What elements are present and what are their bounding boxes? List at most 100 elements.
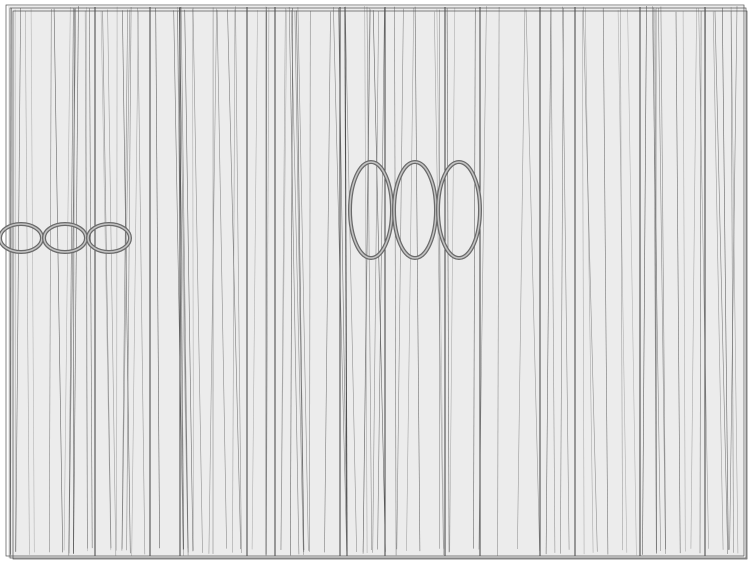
edge-line	[698, 8, 709, 549]
edge-line	[179, 7, 189, 556]
edge-line	[582, 6, 598, 552]
edge-line	[620, 8, 623, 551]
edge-line	[446, 8, 450, 553]
edge-line	[730, 11, 734, 553]
edge-line	[137, 7, 146, 555]
edge-line	[100, 11, 112, 551]
edge-line	[364, 5, 368, 554]
edge-line	[699, 11, 702, 554]
edge-line	[660, 6, 667, 550]
edge-line	[627, 9, 637, 556]
edge-line	[434, 11, 444, 556]
edge-line	[68, 8, 74, 556]
edge-line	[517, 7, 526, 550]
edge-line	[617, 10, 628, 553]
edge-line	[102, 11, 112, 549]
large-rings	[348, 160, 482, 260]
edge-line	[396, 8, 404, 550]
edge-line	[436, 8, 445, 549]
edge-line	[560, 8, 564, 554]
edge-line	[290, 10, 304, 555]
edge-line-strong	[344, 6, 348, 557]
frame-outline	[9, 7, 747, 559]
edge-line	[126, 6, 132, 551]
edge-line	[344, 6, 357, 553]
edge-line	[122, 10, 131, 554]
large-ring-highlight	[437, 161, 481, 259]
edge-line	[366, 6, 373, 551]
edge-line	[235, 6, 242, 554]
edge-line	[406, 7, 414, 551]
edge-line	[394, 6, 397, 556]
frame-outline	[5, 4, 745, 557]
edge-line	[654, 8, 657, 554]
edge-line	[121, 9, 128, 551]
edge-line	[227, 9, 241, 550]
edge-line	[658, 8, 666, 554]
edge-line	[63, 7, 71, 551]
edge-line	[10, 7, 12, 555]
edge-line	[652, 6, 661, 552]
edge-line	[581, 10, 585, 555]
edge-line	[372, 11, 379, 553]
panel-surface	[8, 6, 744, 558]
edge-line	[208, 8, 217, 554]
edge-line	[280, 8, 286, 551]
edge-line	[377, 8, 385, 550]
edge-line	[550, 9, 556, 553]
edge-line	[116, 6, 118, 551]
edge-line	[682, 11, 686, 552]
edge-line	[690, 8, 697, 549]
edge-line	[714, 11, 728, 555]
edge-line	[180, 6, 189, 553]
edge-line	[25, 10, 30, 555]
edge-line	[131, 11, 139, 556]
edge-line	[184, 9, 194, 552]
edge-line	[216, 9, 227, 549]
edge-line	[192, 9, 194, 551]
edge-line	[89, 8, 93, 549]
edge-line	[265, 7, 270, 555]
edge-line	[602, 7, 609, 555]
edge-line	[294, 10, 305, 553]
edge-line	[73, 8, 75, 554]
edge-line	[177, 6, 189, 549]
edge-line	[675, 11, 681, 554]
edge-line	[232, 9, 236, 553]
edge-line	[155, 7, 160, 549]
edge-line	[251, 10, 258, 550]
edge-line	[585, 7, 594, 553]
edge-line	[730, 6, 739, 554]
frame-outlines	[5, 4, 748, 560]
edge-line	[15, 7, 21, 553]
edge-line	[192, 7, 203, 553]
vertical-edge-lines	[10, 5, 739, 557]
small-ring-highlight	[87, 223, 131, 253]
edge-line	[53, 8, 63, 553]
edge-line	[473, 8, 476, 549]
edge-line	[296, 10, 305, 551]
edge-line	[712, 11, 724, 550]
edge-line	[362, 9, 371, 554]
edge-line	[722, 7, 729, 550]
edge-line	[68, 8, 76, 554]
edge-line	[280, 9, 288, 550]
edge-line	[545, 7, 552, 555]
edge-line	[309, 10, 311, 552]
edge-line	[729, 6, 738, 550]
edge-line	[525, 9, 540, 551]
edge-line	[84, 10, 88, 549]
edge-line	[324, 11, 331, 553]
edge-line	[562, 6, 570, 550]
edge-line	[30, 8, 35, 553]
small-rings	[0, 222, 132, 254]
edge-line	[297, 7, 309, 551]
edge-line	[642, 5, 647, 555]
panel-fill	[8, 6, 744, 558]
edge-line	[290, 7, 293, 556]
edge-line	[497, 6, 500, 556]
edge-line	[73, 6, 79, 555]
edge-line	[449, 7, 456, 552]
edge-line	[107, 9, 117, 556]
